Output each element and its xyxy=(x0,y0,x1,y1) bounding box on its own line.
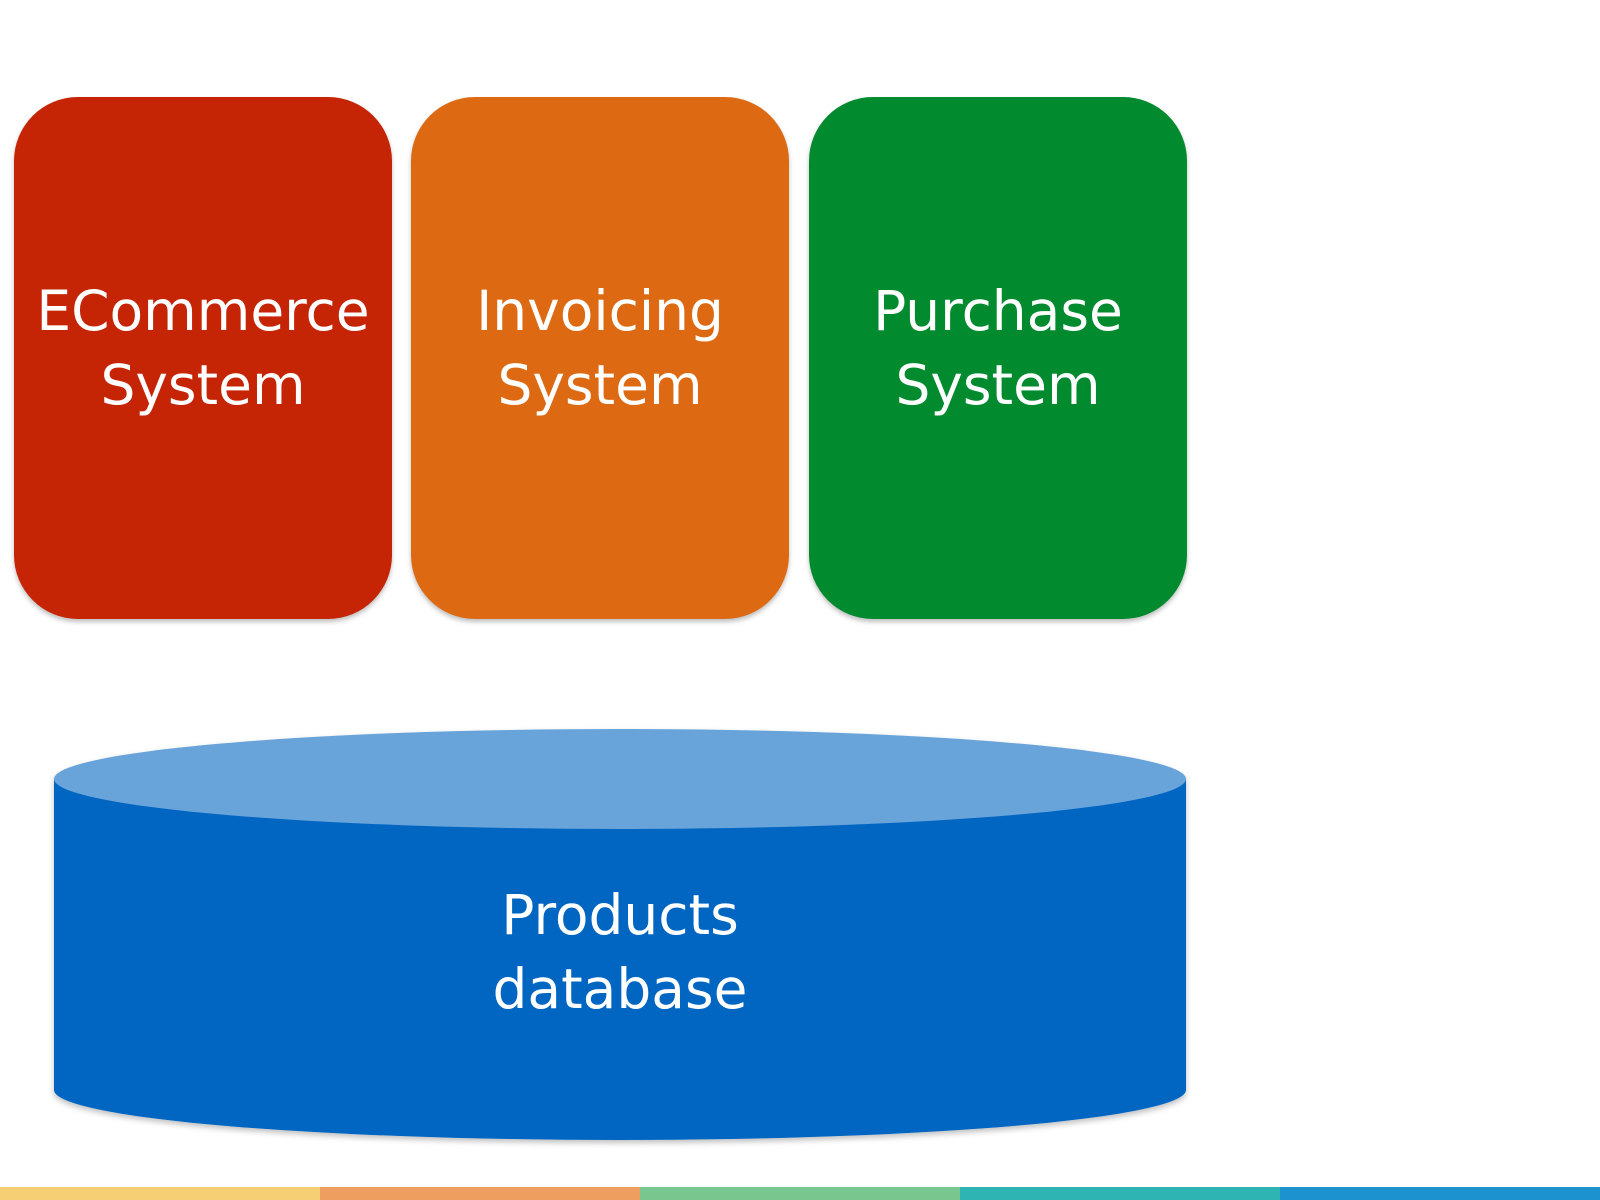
invoicing-system-label: Invoicing System xyxy=(476,279,724,417)
footer-color-bar xyxy=(0,1187,1600,1200)
ecommerce-system-box: ECommerce System xyxy=(14,97,392,619)
ecommerce-system-label: ECommerce System xyxy=(36,279,370,417)
footer-segment xyxy=(960,1187,1280,1200)
footer-segment xyxy=(640,1187,960,1200)
purchase-system-label: Purchase System xyxy=(873,279,1123,417)
database-top xyxy=(54,729,1186,829)
footer-segment xyxy=(0,1187,320,1200)
invoicing-system-box: Invoicing System xyxy=(411,97,789,619)
footer-segment xyxy=(320,1187,640,1200)
footer-segment xyxy=(1280,1187,1600,1200)
database-body xyxy=(54,779,1186,1140)
products-database-label: Products database xyxy=(492,883,748,1021)
purchase-system-box: Purchase System xyxy=(809,97,1187,619)
